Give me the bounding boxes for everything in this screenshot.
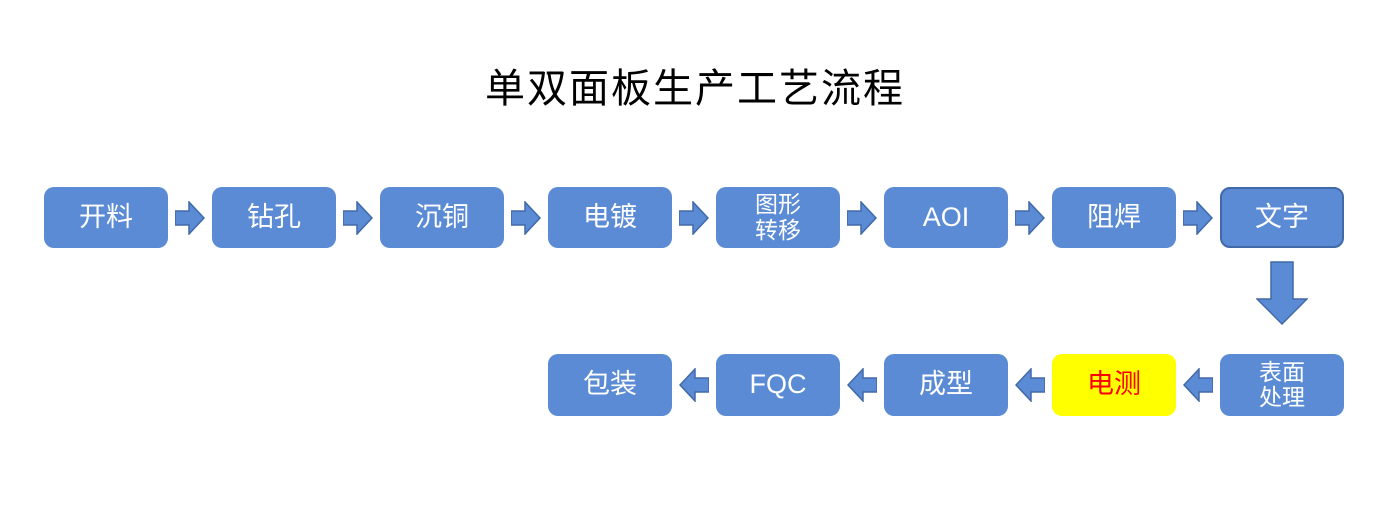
arrow-right-icon [847,201,877,235]
node-packaging: 包装 [548,354,672,416]
arrow-right-icon [511,201,541,235]
arrow-right-icon [343,201,373,235]
node-aoi: AOI [884,187,1008,248]
node-silkscreen: 文字 [1220,187,1344,248]
arrow-right-icon [1183,201,1213,235]
node-solder-mask: 阻焊 [1052,187,1176,248]
arrow-left-icon [1015,368,1045,402]
arrow-right-icon [679,201,709,235]
arrow-down-icon [1256,261,1308,325]
node-forming: 成型 [884,354,1008,416]
node-open-material: 开料 [44,187,168,248]
node-fqc: FQC [716,354,840,416]
arrow-right-icon [175,201,205,235]
node-pattern-transfer: 图形 转移 [716,187,840,248]
arrow-left-icon [679,368,709,402]
arrow-right-icon [1015,201,1045,235]
arrow-left-icon [1183,368,1213,402]
page-title: 单双面板生产工艺流程 [485,66,905,111]
arrow-left-icon [847,368,877,402]
node-surface-finish: 表面 处理 [1220,354,1344,416]
node-plating: 电镀 [548,187,672,248]
node-electrical-test: 电测 [1052,354,1176,416]
node-drilling: 钻孔 [212,187,336,248]
node-copper-deposition: 沉铜 [380,187,504,248]
